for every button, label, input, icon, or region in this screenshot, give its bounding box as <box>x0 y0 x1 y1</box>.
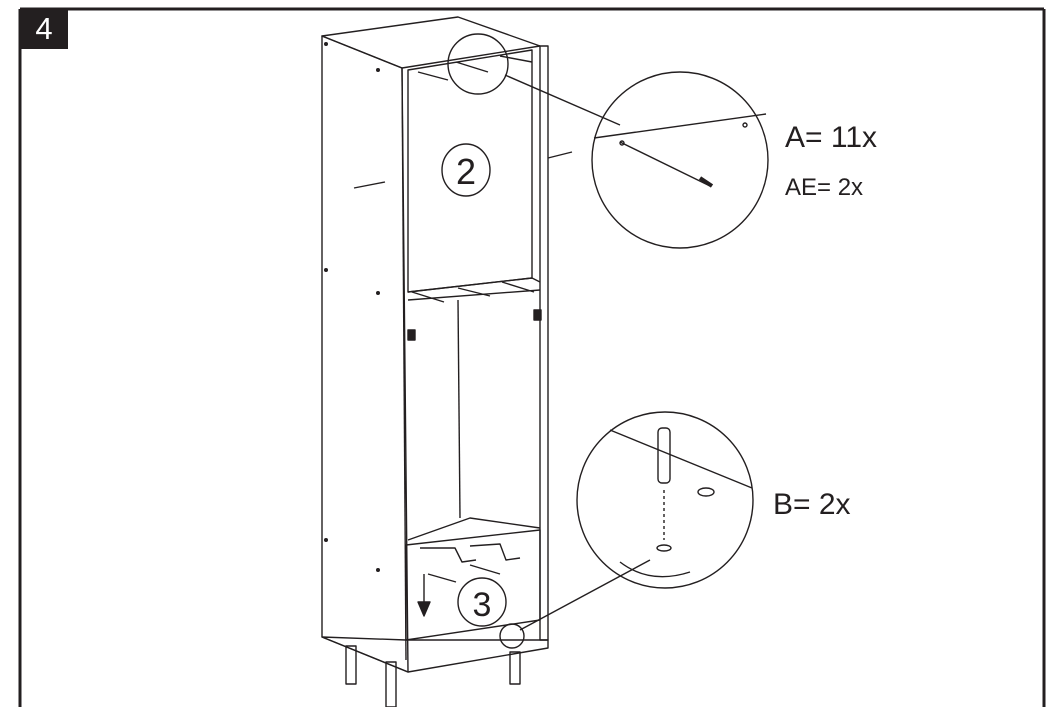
cabinet-legs <box>345 645 521 707</box>
panel-2-label: 2 <box>456 151 476 192</box>
callout-b-quantity: B= 2x <box>773 488 851 521</box>
cabinet <box>321 16 573 707</box>
callout-a-quantity: A= 11x <box>785 121 878 154</box>
panel-3-marker <box>457 577 507 627</box>
right-side-panel <box>539 45 549 641</box>
zoom-detail-bottom <box>576 411 754 589</box>
page-border <box>18 7 1046 707</box>
leader-line-top <box>504 74 621 126</box>
screw-holes <box>324 42 380 572</box>
leader-line-bottom <box>519 559 651 631</box>
callout-ae-quantity: AE= 2x <box>785 174 864 201</box>
detail-marker-bottom <box>499 623 525 649</box>
bottom-panel <box>321 636 549 673</box>
detail-marker-top <box>447 33 509 95</box>
zoom-detail-top <box>591 71 769 249</box>
step-number-badge: 4 <box>20 9 68 49</box>
down-arrow-icon <box>417 574 431 617</box>
left-side-panel <box>321 35 409 673</box>
top-screws <box>353 55 573 583</box>
panel-2-marker <box>441 143 491 197</box>
panel-3-label: 3 <box>473 586 492 624</box>
